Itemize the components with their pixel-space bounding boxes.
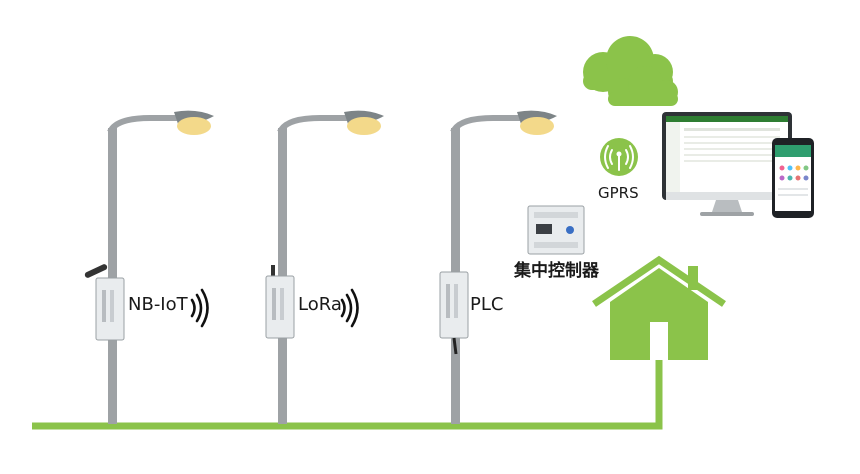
plc-label: PLC — [470, 294, 504, 315]
controller-label-strip — [446, 284, 450, 318]
controller-label-strip — [272, 288, 276, 320]
gprs-label: GPRS — [598, 184, 639, 202]
wireless-signal-icon — [340, 288, 359, 328]
lora-label: LoRa — [298, 294, 342, 315]
concentrator-label: 集中控制器 — [514, 261, 599, 281]
lamp-light — [347, 117, 381, 135]
street-light-3 — [439, 110, 557, 424]
wireless-signal-icon — [190, 288, 209, 328]
street-light-1 — [84, 110, 214, 424]
plc-cable — [452, 337, 458, 355]
controller-label-strip — [102, 290, 106, 322]
street-light-2 — [265, 110, 384, 424]
gprs-antenna-icon — [600, 138, 638, 176]
house-icon — [592, 255, 726, 360]
concentrator-screen — [536, 224, 552, 234]
monitor-icon — [662, 112, 792, 216]
lamp-light — [520, 117, 554, 135]
concentrator-button — [566, 226, 574, 234]
concentrator-device — [527, 205, 585, 255]
nbiot-label: NB-IoT — [128, 294, 188, 315]
smartphone-icon — [772, 138, 814, 218]
lamp-light — [177, 117, 211, 135]
controller-label-strip — [110, 290, 114, 322]
network-line — [32, 360, 663, 430]
cloud-icon — [583, 36, 678, 106]
controller-label-strip — [454, 284, 458, 318]
controller-label-strip — [280, 288, 284, 320]
lamp-arm — [277, 115, 352, 134]
house-door — [650, 322, 668, 360]
pole — [108, 128, 117, 424]
lamp-arm — [107, 115, 182, 134]
lamp-arm — [450, 115, 525, 134]
nbiot-antenna — [84, 264, 108, 278]
lora-antenna — [271, 265, 275, 277]
